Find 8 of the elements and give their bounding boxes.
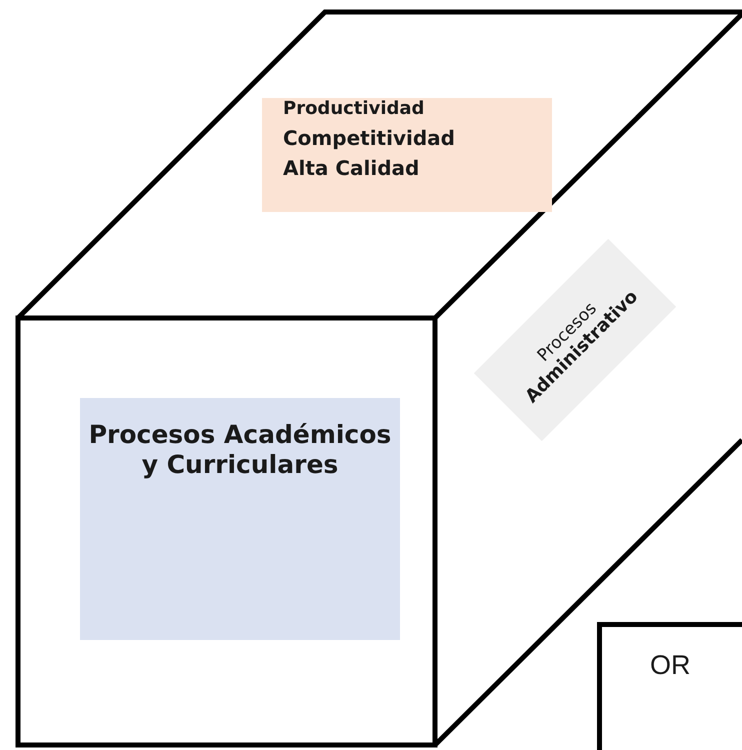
- box-text: Procesos Académicos y Curriculares: [88, 420, 392, 480]
- process-box: [597, 622, 742, 750]
- box-text: Productividad: [283, 98, 426, 120]
- box-text: Competitividad: [283, 126, 456, 150]
- box-text: OR: [650, 649, 692, 682]
- box-text: Alta Calidad: [283, 156, 420, 180]
- label-box: [262, 98, 552, 212]
- label-box: [80, 398, 400, 640]
